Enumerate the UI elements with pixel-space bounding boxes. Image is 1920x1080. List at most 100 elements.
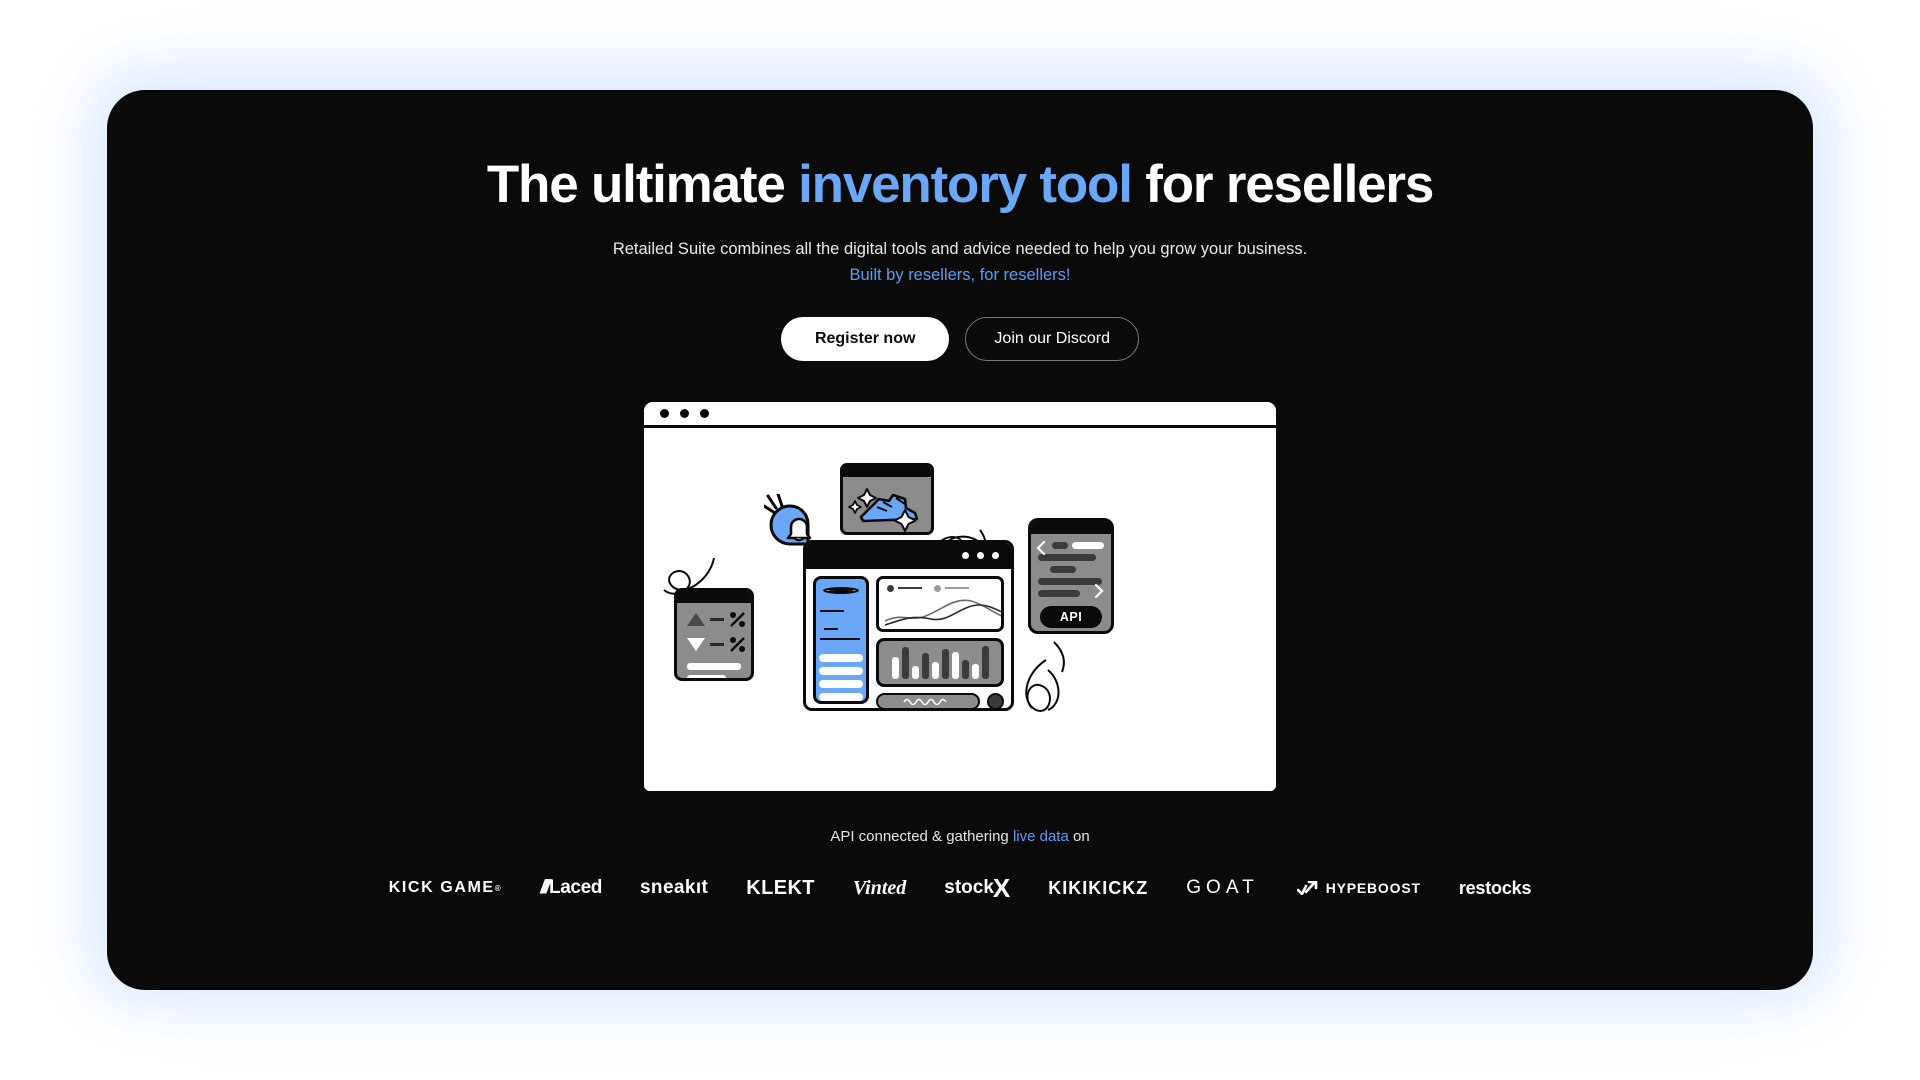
- chart-bar: [941, 648, 949, 679]
- api-row: [1052, 541, 1068, 549]
- sneaker-icon: [848, 487, 919, 532]
- chart-bar: [931, 661, 939, 679]
- logo-vinted: Vinted: [852, 876, 907, 899]
- api-status-prefix: API connected & gathering: [830, 827, 1013, 845]
- squiggle-icon: [1025, 641, 1065, 712]
- chevron-right-icon: [1094, 583, 1104, 598]
- triangle-down-icon: [687, 637, 705, 651]
- slash-mark-icon: ///: [540, 877, 550, 899]
- search-input[interactable]: [876, 692, 980, 708]
- percent-icon: [730, 636, 745, 652]
- profile-name-placeholder: [820, 602, 862, 643]
- api-row: [1038, 589, 1080, 597]
- logo-goat: GOAT: [1186, 877, 1259, 899]
- sidebar-item[interactable]: [819, 679, 863, 688]
- logo-kick-game: KICK GAME®: [389, 879, 502, 897]
- sidebar-item[interactable]: [819, 666, 863, 675]
- logo-text: stock: [944, 877, 994, 899]
- notification-bell-icon: [762, 492, 816, 550]
- window-dot-icon: [977, 552, 984, 560]
- chevron-left-icon: [1036, 540, 1046, 555]
- chart-bar: [951, 651, 959, 679]
- headline-part-2: for resellers: [1131, 155, 1434, 214]
- logo-text: HYPEBOOST: [1325, 880, 1421, 897]
- api-row-list: [1031, 534, 1111, 597]
- bar-chart-card: [876, 637, 1004, 687]
- partner-logo-strip: KICK GAME® ///Laced sneakıt KLEKT Vinted…: [389, 873, 1532, 904]
- window-dot-icon: [660, 408, 669, 418]
- stat-row-up: [677, 603, 751, 628]
- filter-button[interactable]: [987, 692, 1004, 708]
- headline-accent: inventory tool: [798, 155, 1133, 214]
- join-discord-button[interactable]: Join our Discord: [965, 316, 1140, 361]
- logo-klekt: KLEKT: [746, 876, 815, 899]
- line-chart-card: [876, 575, 1004, 632]
- trend-arrow-icon: [1296, 881, 1318, 896]
- divider: [710, 643, 724, 646]
- api-badge: API: [1040, 605, 1102, 628]
- sidebar-item[interactable]: [819, 692, 863, 701]
- line-chart-icon: [884, 599, 1001, 626]
- card-title-bar: [843, 465, 931, 477]
- logo-sneakit: sneakıt: [639, 877, 709, 899]
- sneaker-product-card: [840, 462, 934, 535]
- chart-bar: [911, 665, 919, 679]
- x-mark-icon: X: [992, 872, 1011, 903]
- window-dot-icon: [962, 552, 969, 560]
- hero-subtitle-highlight: Built by resellers, for resellers!: [849, 265, 1071, 284]
- hero-subtitle: Retailed Suite combines all the digital …: [612, 240, 1308, 259]
- registered-mark-icon: ®: [494, 883, 503, 893]
- logo-restocks: restocks: [1458, 877, 1532, 898]
- legend-entry: [934, 584, 969, 592]
- sidebar-menu: [819, 653, 863, 701]
- divider: [710, 618, 724, 621]
- stat-bars: [677, 653, 751, 678]
- squiggle-icon: [933, 529, 987, 556]
- dashboard-title-bar: [806, 542, 1011, 569]
- api-row: [1038, 577, 1102, 585]
- dashboard-window: [803, 539, 1014, 711]
- stat-bar: [687, 662, 741, 670]
- stat-row-down: [677, 628, 751, 653]
- chart-bar: [971, 663, 979, 679]
- stat-bar: [687, 674, 726, 678]
- browser-canvas: API: [644, 427, 1276, 791]
- register-now-button[interactable]: Register now: [780, 316, 950, 361]
- api-status-suffix: on: [1068, 827, 1090, 845]
- wave-icon: [903, 699, 947, 706]
- window-dot-icon: [680, 408, 689, 418]
- cta-button-group: Register now Join our Discord: [780, 316, 1140, 361]
- window-dot-icon: [700, 408, 709, 418]
- dashboard-main: [876, 575, 1004, 708]
- logo-hypeboost: HYPEBOOST: [1296, 880, 1421, 897]
- stats-card: [674, 587, 754, 681]
- chart-bar: [901, 646, 909, 679]
- card-title-bar: [1031, 520, 1111, 534]
- percent-icon: [730, 611, 745, 627]
- search-row: [876, 692, 1004, 708]
- dashboard-body: [806, 569, 1011, 708]
- browser-title-bar: [644, 401, 1276, 428]
- hero-card: The ultimate inventory tool for reseller…: [107, 90, 1813, 990]
- chart-legend: [879, 579, 1001, 592]
- logo-kikikickz: KIKIKICKZ: [1048, 877, 1149, 898]
- chart-bar: [961, 659, 969, 679]
- chart-bar: [891, 656, 899, 679]
- chart-bar: [921, 652, 929, 679]
- api-row: [1072, 541, 1104, 549]
- api-row: [1050, 565, 1076, 573]
- dashboard-sidebar: [813, 575, 869, 704]
- api-row: [1038, 553, 1096, 561]
- api-status-text: API connected & gathering live data on: [830, 828, 1089, 845]
- live-data-link[interactable]: live data: [1012, 827, 1069, 845]
- chart-bar: [981, 645, 989, 679]
- window-dot-icon: [992, 552, 999, 560]
- page-title: The ultimate inventory tool for reseller…: [487, 155, 1434, 214]
- logo-text: KICK GAME: [388, 879, 495, 897]
- user-avatar-icon: [828, 589, 854, 591]
- product-illustration: API: [641, 398, 1279, 794]
- sidebar-item[interactable]: [819, 653, 863, 662]
- card-title-bar: [677, 590, 751, 603]
